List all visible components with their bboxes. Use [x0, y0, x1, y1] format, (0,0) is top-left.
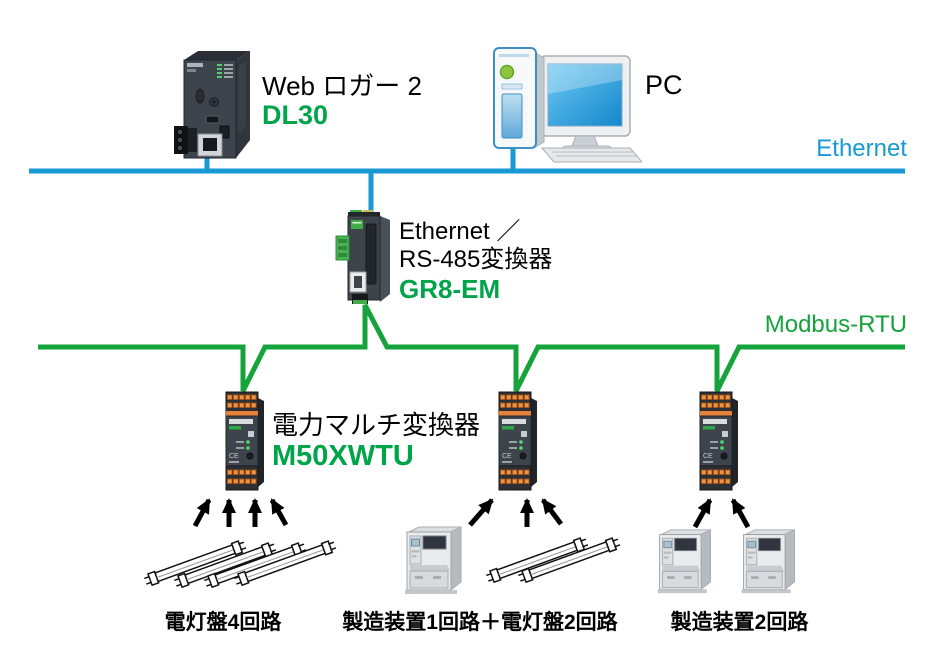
fluorescent-lamp-icon — [483, 533, 592, 592]
load-2-label: 製造装置1回路＋電灯盤2回路 — [342, 611, 618, 634]
svg-text:CE: CE — [229, 453, 239, 460]
m50-name-label: 電力マルチ変換器 — [272, 410, 481, 440]
ethernet-port — [197, 133, 223, 157]
ethernet-bus-line — [29, 145, 905, 218]
up-arrow-icon — [192, 498, 212, 528]
manufacturing-machine-icon — [402, 524, 468, 601]
tower — [493, 47, 545, 149]
m50xwtu-unit-1-icon: CE — [222, 390, 268, 497]
fluorescent-lamp-icon — [515, 533, 624, 592]
gr8-em-converter-icon — [334, 208, 398, 311]
m50xwtu-unit-2-icon: CE — [495, 390, 541, 497]
gr8-name-line1-label: Ethernet ／ — [399, 218, 521, 245]
fluorescent-lamp-icon — [141, 536, 250, 595]
ethernet-bus-label: Ethernet — [816, 135, 907, 162]
up-arrow-icons — [192, 498, 751, 529]
pc-icon — [490, 42, 644, 169]
up-arrow-icon — [541, 498, 563, 526]
keyboard — [540, 147, 644, 163]
up-arrow-icon — [468, 498, 494, 527]
up-arrow-icon — [269, 498, 289, 527]
gr8-model-label: GR8-EM — [399, 274, 501, 304]
modbus-bus-label: Modbus-RTU — [764, 311, 907, 338]
manufacturing-machine-icon — [655, 527, 717, 600]
pc-label: PC — [645, 70, 683, 100]
ethernet-port — [349, 271, 367, 293]
svg-text:CE: CE — [502, 453, 512, 460]
led-indicators — [217, 64, 233, 78]
web-logger-dl30-icon — [174, 46, 256, 169]
fluorescent-lamp-icon — [171, 538, 280, 597]
monitor — [539, 55, 631, 156]
web-logger-model-label: DL30 — [262, 100, 329, 130]
load-3-label: 製造装置2回路 — [670, 611, 809, 634]
up-arrow-icon — [692, 498, 713, 529]
svg-text:CE: CE — [703, 453, 713, 460]
load-1-label: 電灯盤4回路 — [164, 611, 282, 634]
web-logger-name-label: Web ロガー 2 — [262, 71, 422, 101]
fluorescent-lamp-icon — [231, 536, 340, 595]
gr8-name-line2-label: RS-485変換器 — [399, 246, 553, 273]
modbus-bus-line — [38, 303, 905, 393]
manufacturing-machine-icon — [739, 527, 801, 600]
m50-model-label: M50XWTU — [272, 440, 414, 472]
m50xwtu-unit-3-icon: CE — [696, 390, 742, 497]
up-arrow-icon — [730, 498, 751, 529]
power-button-icon — [499, 64, 515, 80]
fluorescent-lamp-icon — [201, 538, 310, 597]
rs485-terminal — [335, 235, 350, 261]
